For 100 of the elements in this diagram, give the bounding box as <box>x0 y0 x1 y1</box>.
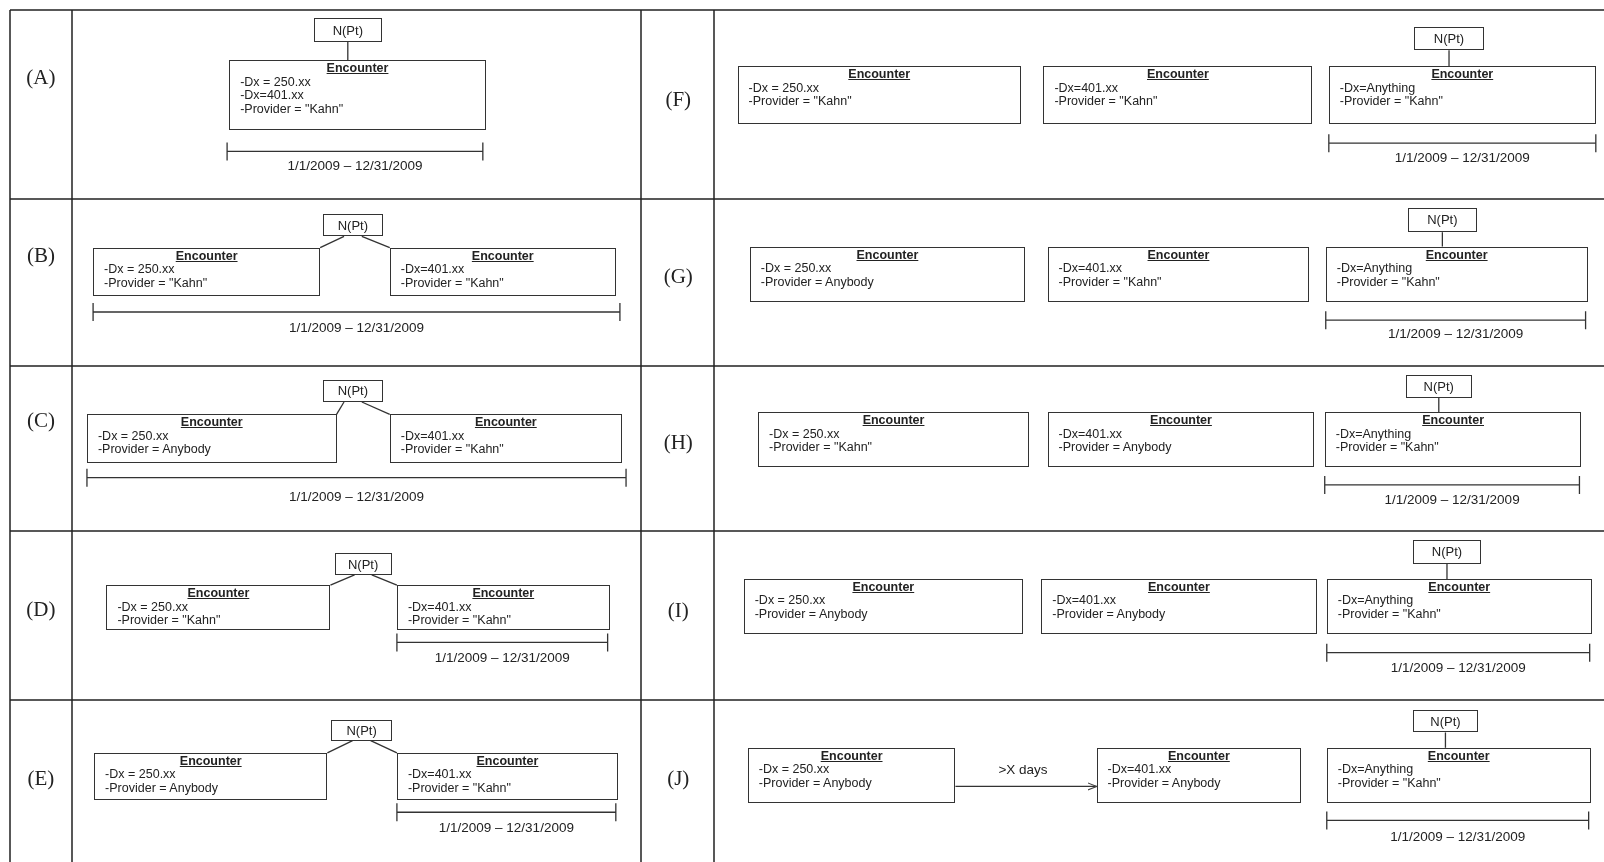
count-box: N(Pt) <box>314 18 382 42</box>
connector-line <box>319 235 345 249</box>
connector-line <box>347 41 349 61</box>
criterion-text: -Provider = Anybody <box>1106 776 1222 791</box>
date-range-label: 1/1/2009 – 12/31/2009 <box>1394 149 1530 164</box>
criterion-text: -Provider = Anybody <box>757 776 873 791</box>
encounter-box <box>1324 412 1582 468</box>
criterion-text: -Dx = 250.xx <box>747 82 821 96</box>
date-range-label: 1/1/2009 – 12/31/2009 <box>434 649 570 665</box>
connector-line <box>361 401 391 415</box>
count-box: N(Pt) <box>323 213 383 237</box>
criterion-text: -Provider = Anybody <box>104 781 220 796</box>
criterion-text: -Dx=Anything <box>1334 427 1413 442</box>
row-letter: (I) <box>667 597 689 623</box>
criterion-text: -Dx=401.xx <box>406 600 473 615</box>
encounter-heading: Encounter <box>1147 581 1211 595</box>
encounter-heading: Encounter <box>855 248 920 263</box>
encounter-box <box>396 752 618 800</box>
criterion-text: -Dx=401.xx <box>1057 262 1124 276</box>
row-letter: (B) <box>26 242 55 268</box>
encounter-box <box>94 752 328 800</box>
row-letter: (F) <box>665 86 692 112</box>
criterion-text: -Dx=401.xx <box>399 263 466 277</box>
encounter-heading: Encounter <box>1167 749 1231 764</box>
encounter-box <box>396 585 610 631</box>
count-box: N(Pt) <box>1413 26 1485 51</box>
date-range-label: 1/1/2009 – 12/31/2009 <box>438 819 574 835</box>
criterion-text: -Dx=401.xx <box>406 768 473 782</box>
date-range-label: 1/1/2009 – 12/31/2009 <box>1384 491 1520 507</box>
date-range-label: 1/1/2009 – 12/31/2009 <box>288 488 425 504</box>
row-letter: (D) <box>26 596 56 622</box>
criterion-text: -Dx=Anything <box>1336 594 1415 608</box>
encounter-heading: Encounter <box>470 249 535 264</box>
encounter-heading: Encounter <box>1430 68 1495 82</box>
encounter-heading: Encounter <box>174 249 239 264</box>
criterion-text: -Provider = Anybody <box>96 443 212 457</box>
encounter-box <box>1047 246 1310 302</box>
criterion-text: -Provider = "Kahn" <box>1334 441 1440 455</box>
encounter-heading: Encounter <box>471 587 536 601</box>
encounter-heading: Encounter <box>1146 68 1210 82</box>
encounter-box <box>737 66 1021 124</box>
encounter-heading: Encounter <box>1424 248 1489 263</box>
encounter-box <box>229 60 486 130</box>
criterion-text: -Dx = 250.xx <box>239 75 312 90</box>
criterion-text: -Provider = "Kahn" <box>103 276 209 291</box>
criterion-text: -Dx = 250.xx <box>104 768 177 782</box>
criterion-text: -Dx = 250.xx <box>753 594 827 608</box>
criterion-text: -Dx=401.xx <box>1106 763 1173 777</box>
count-box: N(Pt) <box>323 379 383 402</box>
criterion-text: -Provider = "Kahn" <box>1336 776 1442 791</box>
row-letter: (H) <box>663 429 693 455</box>
encounter-heading: Encounter <box>819 749 884 764</box>
encounter-heading: Encounter <box>861 414 926 428</box>
encounter-heading: Encounter <box>1421 414 1485 428</box>
encounter-heading: Encounter <box>1427 581 1492 595</box>
count-box: N(Pt) <box>1412 709 1479 733</box>
criterion-text: -Provider = "Kahn" <box>399 276 505 291</box>
criterion-text: -Dx=Anything <box>1335 262 1414 276</box>
criterion-text: -Dx=401.xx <box>399 429 466 444</box>
criterion-text: -Dx=401.xx <box>1051 594 1117 608</box>
encounter-box <box>1328 66 1596 124</box>
encounter-heading: Encounter <box>473 416 538 430</box>
count-box: N(Pt) <box>331 720 392 741</box>
criterion-text: -Provider = Anybody <box>759 275 875 290</box>
criterion-text: -Dx=Anything <box>1338 82 1417 96</box>
criterion-text: -Provider = "Kahn" <box>1338 95 1444 109</box>
encounter-heading: Encounter <box>1426 749 1491 764</box>
encounter-box <box>758 412 1030 468</box>
encounter-box <box>743 579 1023 635</box>
encounter-box <box>1325 246 1588 302</box>
edge-label: >X days <box>998 761 1048 777</box>
count-box: N(Pt) <box>1405 375 1472 398</box>
encounter-heading: Encounter <box>325 62 390 76</box>
criterion-text: -Dx = 250.xx <box>103 263 176 277</box>
criterion-text: -Provider = "Kahn" <box>116 614 222 628</box>
encounter-heading: Encounter <box>475 754 540 769</box>
connector-line <box>371 574 398 586</box>
encounter-box <box>1096 747 1302 803</box>
row-letter: (J) <box>667 765 690 791</box>
criterion-text: -Provider = "Kahn" <box>768 441 874 455</box>
connector-line <box>361 235 391 249</box>
connector-line <box>329 574 356 586</box>
criterion-text: -Dx = 250.xx <box>757 763 831 777</box>
count-box: N(Pt) <box>1407 207 1478 233</box>
encounter-heading: Encounter <box>178 754 243 769</box>
encounter-heading: Encounter <box>1149 414 1213 428</box>
encounter-heading: Encounter <box>1146 248 1211 263</box>
encounter-box <box>86 414 337 464</box>
encounter-box <box>1041 579 1317 635</box>
encounter-heading: Encounter <box>847 68 912 82</box>
criterion-text: -Provider = Anybody <box>753 608 869 622</box>
criterion-text: -Provider = "Kahn" <box>1336 608 1442 622</box>
criterion-text: -Provider = "Kahn" <box>1057 275 1163 290</box>
connector-line <box>1446 563 1448 580</box>
encounter-heading: Encounter <box>186 587 251 601</box>
row-letter: (A) <box>26 64 56 90</box>
criterion-text: -Provider = Anybody <box>1051 608 1167 622</box>
criterion-text: -Dx=401.xx <box>239 89 305 103</box>
encounter-box <box>1326 579 1592 635</box>
criterion-text: -Dx=401.xx <box>1057 427 1124 442</box>
